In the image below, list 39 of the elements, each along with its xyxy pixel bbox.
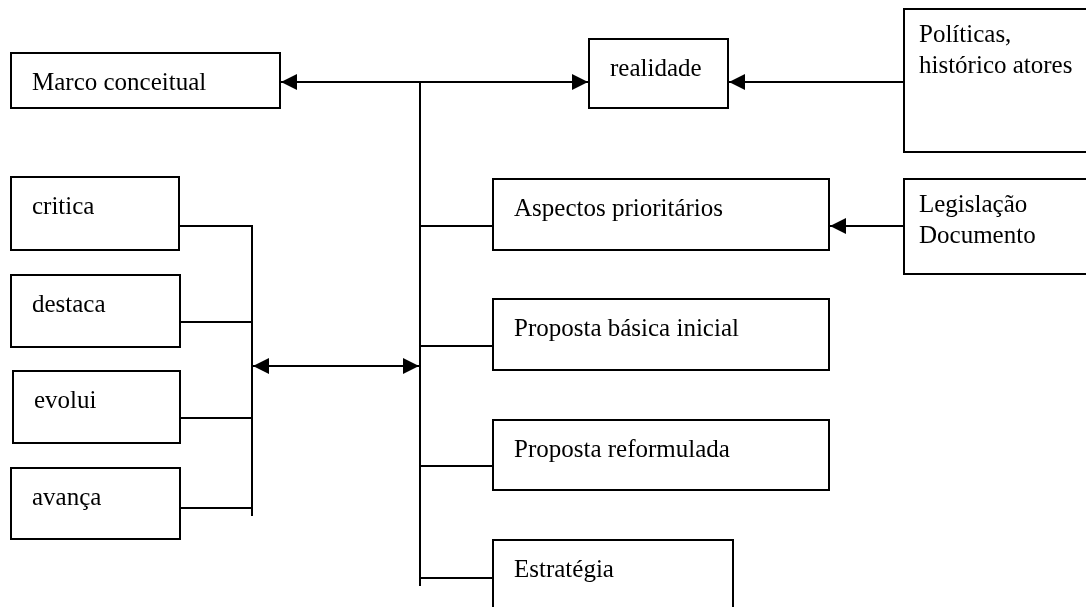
box-label: Proposta reformulada xyxy=(514,434,731,464)
box-label: destaca xyxy=(32,289,107,319)
process-box xyxy=(588,38,729,109)
connector xyxy=(420,345,493,347)
junction-line xyxy=(419,81,421,586)
process-box xyxy=(10,52,281,109)
box-label: Proposta básica inicial xyxy=(514,313,740,343)
box-label: critica xyxy=(32,191,96,221)
process-box xyxy=(12,370,181,444)
connector xyxy=(180,417,252,419)
junction-line xyxy=(251,225,253,516)
box-label: evolui xyxy=(34,385,98,415)
arrow xyxy=(728,74,904,90)
connector xyxy=(180,507,252,509)
process-box xyxy=(492,419,830,491)
box-label: Políticas, histórico atores xyxy=(919,19,1074,80)
arrow xyxy=(420,74,589,90)
process-box xyxy=(10,467,181,540)
box-label: Aspectos prioritários xyxy=(514,193,724,223)
arrow xyxy=(829,218,904,234)
connector xyxy=(420,225,493,227)
connector xyxy=(420,577,493,579)
connector xyxy=(180,321,252,323)
connector xyxy=(420,465,493,467)
box-label: Marco conceitual xyxy=(32,67,208,97)
arrow xyxy=(252,358,420,374)
process-box xyxy=(492,178,830,251)
process-box xyxy=(492,298,830,371)
process-box xyxy=(903,178,1086,275)
process-box xyxy=(10,274,181,348)
box-label: Estratégia xyxy=(514,554,615,584)
box-label: Legislação Documento xyxy=(919,189,1037,250)
process-box xyxy=(10,176,180,251)
connector xyxy=(179,225,252,227)
process-box xyxy=(903,8,1086,153)
box-label: avança xyxy=(32,482,103,512)
arrow xyxy=(280,74,420,90)
process-box xyxy=(492,539,734,607)
box-label: realidade xyxy=(610,53,703,83)
